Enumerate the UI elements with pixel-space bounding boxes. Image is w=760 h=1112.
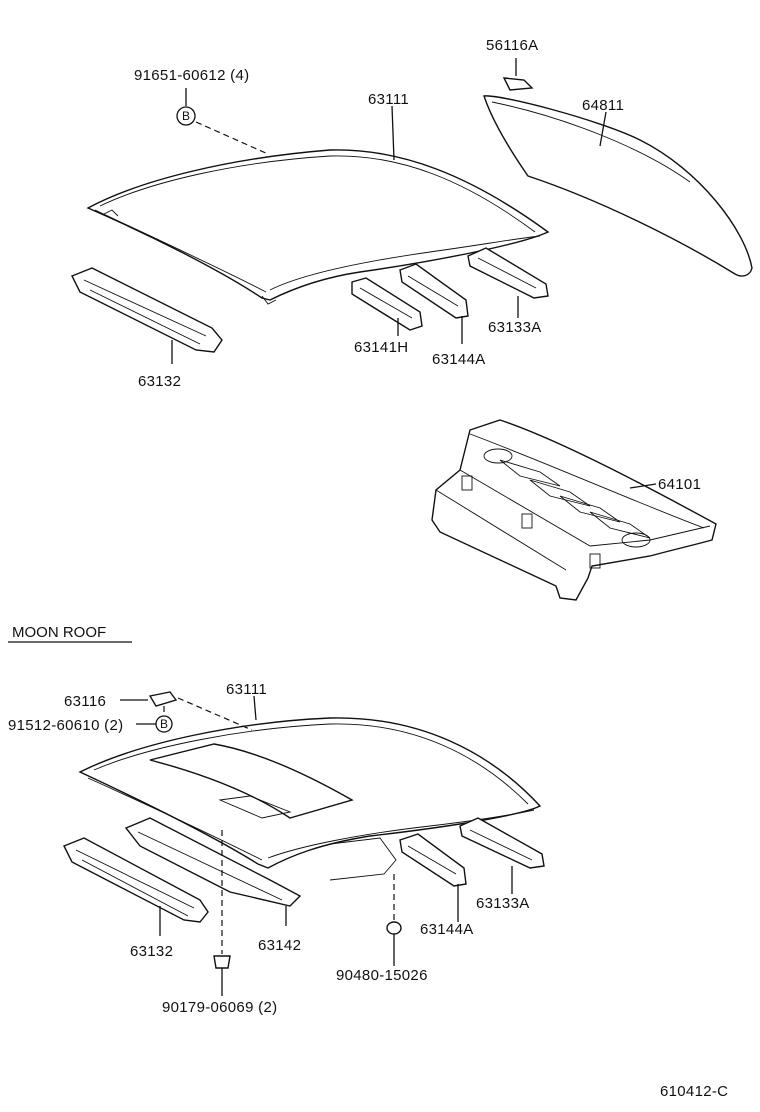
roof-panel-moonroof (78, 717, 542, 869)
callout-b-bot-letter: B (160, 717, 168, 731)
label-63132-top: 63132 (138, 373, 181, 390)
roof-bow-63141h (351, 277, 423, 336)
label-90480-15026: 90480-15026 (336, 967, 428, 984)
label-63133a-top: 63133A (488, 319, 542, 336)
front-header-top (71, 267, 223, 364)
roof-panel-top (86, 149, 550, 305)
bracket-63116: B (120, 691, 253, 733)
leader-64811 (599, 111, 607, 147)
front-header-moonroof (63, 837, 209, 936)
label-63133a-moonroof: 63133A (476, 895, 530, 912)
label-90179-06069: 90179-06069 (2) (162, 999, 277, 1016)
label-91651-60612: 91651-60612 (4) (134, 67, 249, 84)
drawing-number: 610412-C (660, 1083, 728, 1100)
leader-63111-top (391, 105, 395, 161)
screw-90179 (213, 830, 231, 996)
roof-bow-63144a (399, 263, 469, 344)
label-63144a-moonroof: 63144A (420, 921, 474, 938)
rear-glass (483, 95, 753, 277)
label-56116a: 56116A (486, 37, 538, 54)
section-title-moon-roof: MOON ROOF (12, 624, 106, 641)
leader-63111-moonroof (253, 695, 257, 721)
package-tray (431, 419, 717, 601)
label-63116: 63116 (64, 693, 106, 710)
label-63141h: 63141H (354, 339, 408, 356)
label-64811: 64811 (582, 97, 624, 114)
label-64101: 64101 (658, 476, 701, 493)
label-63111-top: 63111 (368, 91, 409, 108)
roof-bow-63144a-moonroof (399, 833, 467, 922)
callout-b-top: B (176, 88, 269, 155)
label-63111-moonroof: 63111 (226, 681, 267, 698)
roof-bow-63133a (467, 247, 549, 318)
label-63142: 63142 (258, 937, 301, 954)
roof-bow-63133a-moonroof (459, 817, 545, 894)
label-63144a-top: 63144A (432, 351, 486, 368)
label-91512-60610: 91512-60610 (2) (8, 717, 123, 734)
moonroof-frame (124, 817, 397, 926)
nut-90480 (386, 874, 402, 966)
label-63132-moonroof: 63132 (130, 943, 173, 960)
callout-b-top-letter: B (182, 109, 190, 123)
clip-56116a (502, 58, 534, 91)
